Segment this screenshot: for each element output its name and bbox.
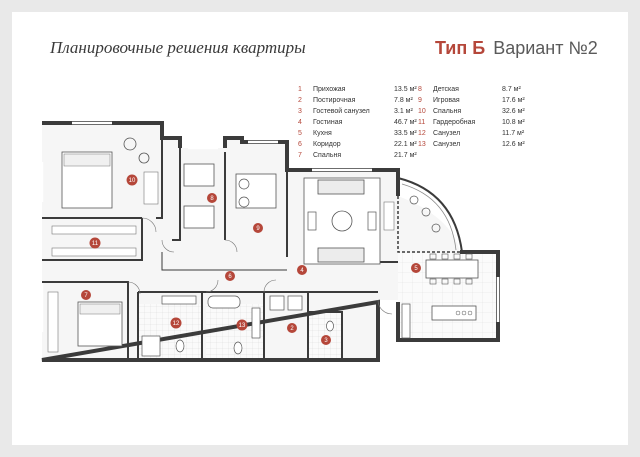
svg-text:4: 4 xyxy=(300,268,304,274)
wardrobe xyxy=(47,291,59,353)
bay-window xyxy=(397,177,463,253)
room-badge: 13 xyxy=(236,319,248,331)
wardrobe-rail xyxy=(51,225,137,235)
shower xyxy=(141,335,161,357)
room-badge: 3 xyxy=(321,335,331,345)
svg-text:13: 13 xyxy=(239,323,246,329)
room-badge: 11 xyxy=(89,237,101,249)
svg-text:2: 2 xyxy=(290,326,294,332)
kitchen-counter xyxy=(401,303,411,339)
chair xyxy=(421,207,431,217)
vanity xyxy=(251,307,261,339)
svg-text:11: 11 xyxy=(92,241,99,247)
chair xyxy=(238,178,250,190)
dining-chairs xyxy=(429,253,473,285)
room-badges: 2 3 4 5 6 7 8 9 10 11 12 13 xyxy=(81,174,421,345)
interior-walls xyxy=(42,138,398,360)
sofa xyxy=(317,247,365,263)
type-label: Тип Б xyxy=(435,38,486,58)
bay-window-inner xyxy=(401,183,457,251)
floor-plan: 2 3 4 5 6 7 8 9 10 11 12 13 xyxy=(40,121,500,362)
room-badge: 2 xyxy=(287,323,297,333)
chair xyxy=(409,195,419,205)
tv-console xyxy=(143,171,159,205)
dryer xyxy=(287,295,303,311)
armchair xyxy=(123,137,137,151)
chair xyxy=(431,223,441,233)
svg-text:6: 6 xyxy=(228,274,232,280)
armchair xyxy=(307,211,317,231)
room-badge: 6 xyxy=(225,271,235,281)
armchair xyxy=(138,152,150,164)
room-badge: 4 xyxy=(297,265,307,275)
bathtub xyxy=(207,295,241,309)
room-badge: 5 xyxy=(411,263,421,273)
door-swings xyxy=(127,217,393,315)
bed xyxy=(183,163,215,187)
kitchen-island xyxy=(431,305,477,321)
plan-sheet: Планировочные решения квартиры Тип Б Вари… xyxy=(12,12,628,445)
room-badge: 7 xyxy=(81,290,91,300)
apartment-type: Тип Б Вариант №2 xyxy=(435,38,598,59)
play-rug xyxy=(235,173,277,209)
svg-text:10: 10 xyxy=(129,178,136,184)
coffee-table xyxy=(331,210,353,232)
washer xyxy=(269,295,285,311)
page-title: Планировочные решения квартиры xyxy=(50,38,306,57)
bed xyxy=(183,205,215,229)
wardrobe-rail xyxy=(51,247,137,257)
svg-text:5: 5 xyxy=(414,266,418,272)
svg-text:7: 7 xyxy=(84,293,88,299)
room-badge: 12 xyxy=(170,317,182,329)
toilet xyxy=(233,341,243,355)
variant-label: Вариант №2 xyxy=(493,38,598,58)
bed-pillows xyxy=(63,153,111,167)
svg-text:12: 12 xyxy=(173,321,180,327)
toilet xyxy=(326,320,334,332)
room-badge: 10 xyxy=(126,174,138,186)
toilet xyxy=(175,339,185,353)
svg-text:9: 9 xyxy=(256,226,260,232)
bay-threshold xyxy=(397,196,460,253)
svg-text:3: 3 xyxy=(324,338,328,344)
sofa xyxy=(317,179,365,195)
media-unit xyxy=(383,201,395,231)
cooktop xyxy=(455,310,473,316)
dining-table xyxy=(425,259,479,279)
room-badge: 8 xyxy=(207,193,217,203)
armchair xyxy=(367,211,377,231)
vanity xyxy=(161,295,197,305)
chair xyxy=(238,196,250,208)
corridor-edge xyxy=(161,252,287,271)
windows xyxy=(40,121,500,332)
svg-text:8: 8 xyxy=(210,196,214,202)
room-badge: 9 xyxy=(253,223,263,233)
bed-pillows xyxy=(79,303,121,315)
